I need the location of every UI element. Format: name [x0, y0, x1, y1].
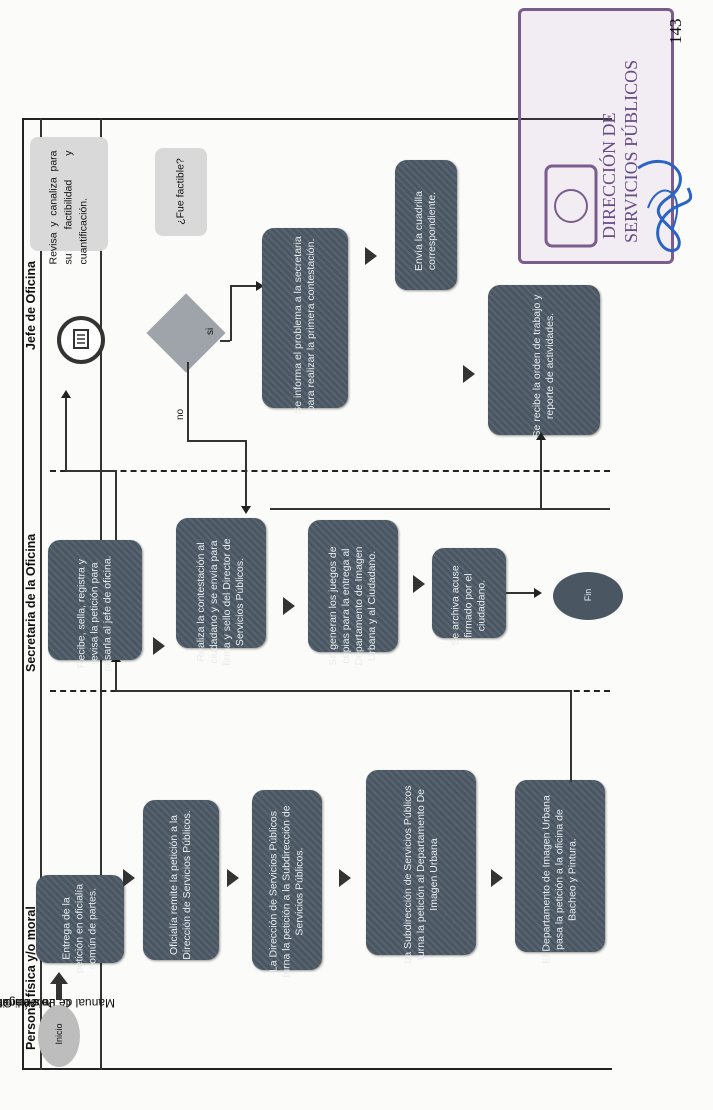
arrow-s2-to-s3 — [227, 869, 239, 887]
step-s5: El Departamento de Imagen Urbana pasa la… — [515, 780, 605, 964]
connector-s12-bottom — [270, 508, 610, 510]
step-s6-text: Recibe, sella, registra y revisa la peti… — [75, 555, 114, 672]
step-s2: Oficialía remite la petición a la Direcc… — [143, 800, 219, 960]
stamp-line-1: DIRECCIÓN DE — [599, 112, 619, 240]
note-n2: ¿Fue factible? — [155, 148, 207, 236]
step-s6: Recibe, sella, registra y revisa la peti… — [48, 540, 142, 672]
signature-scribble — [637, 160, 693, 253]
note-n1-text: Revisa y canaliza para su factibilidad y… — [47, 150, 90, 265]
step-s5-text: El Departamento de Imagen Urbana pasa la… — [540, 795, 579, 964]
lane-label-secretaria: Secretaria de la Oficina — [24, 533, 38, 672]
arrow-s7-to-s8 — [283, 597, 295, 615]
connector-no-1 — [187, 362, 189, 442]
note-n2-text: ¿Fue factible? — [174, 158, 187, 225]
step-s9: Se archiva acuse firmado por el ciudadan… — [432, 548, 506, 646]
step-s9-text: Se archiva acuse firmado por el ciudadan… — [449, 565, 488, 646]
step-s2-text: Oficialía remite la petición a la Direcc… — [168, 810, 193, 960]
start-label: Inicio — [54, 1023, 64, 1045]
document-icon — [57, 316, 105, 364]
lane-header-line — [40, 118, 42, 1070]
arrow-start-to-s1 — [50, 972, 68, 984]
step-s1-text: Entrega de la petición en oficialía comú… — [60, 883, 99, 974]
step-s8-text: Se generan los juegos de copias para la … — [327, 546, 378, 666]
step-s11: Envía la cuadrilla correspondiente. — [395, 160, 457, 290]
connector-to-s6-vertical — [115, 660, 117, 690]
connector-si-3 — [230, 285, 258, 287]
step-s7-text: Realiza la contestación al ciudadano y s… — [195, 538, 246, 666]
step-s4-text: La Subdirección de Servicios Públicos tu… — [402, 785, 440, 964]
connector-s5-up — [570, 690, 572, 782]
arrow-s4-to-s5 — [491, 869, 503, 887]
arrowhead-to-s10 — [256, 281, 264, 291]
step-s3: La Dirección de Servicios Públicos turna… — [252, 790, 322, 978]
step-s3-text: La Dirección de Servicios Públicos turna… — [267, 805, 306, 978]
step-s12-text: Se recibe la orden de trabajo y reporte … — [531, 294, 556, 438]
step-s8: Se generan los juegos de copias para la … — [308, 520, 398, 666]
frame-bottom-border — [22, 1068, 612, 1070]
arrow-to-s12 — [463, 365, 475, 383]
connector-s6-to-jefe — [115, 470, 117, 540]
arrowhead-to-docicon — [61, 390, 71, 398]
page-number: 143 — [666, 18, 685, 45]
arrow-s8-to-s9 — [413, 575, 425, 593]
connector-s6-to-jefe-h — [65, 470, 115, 472]
end-oval: Fin — [553, 572, 623, 620]
connector-no-3 — [245, 440, 247, 508]
document-glyph — [73, 329, 89, 349]
step-s1: Entrega de la petición en oficialía comú… — [36, 875, 124, 973]
arrow-s3-to-s4 — [339, 869, 351, 887]
connector-no-2 — [187, 440, 247, 442]
connector-si-1 — [220, 340, 230, 342]
arrow-s6-to-s7 — [153, 637, 165, 655]
step-s11-text: Envía la cuadrilla correspondiente. — [413, 191, 438, 271]
arrow-s1-to-s2 — [123, 869, 135, 887]
connector-s12-vertical — [540, 435, 542, 510]
arrowhead-to-s7 — [241, 506, 251, 514]
step-s10: Se informa el problema a la secretaria p… — [262, 228, 348, 414]
arrowhead-to-fin — [534, 588, 542, 598]
end-label: Fin — [583, 588, 593, 602]
official-stamp: DIRECCIÓN DE SERVICIOS PÚBLICOS — [518, 8, 674, 264]
stamp-crest-icon — [544, 164, 598, 248]
label-si: si — [205, 327, 216, 335]
frame-top-border — [22, 118, 612, 120]
lane-divider-2 — [50, 470, 610, 472]
arrowhead-to-s12 — [536, 432, 546, 440]
connector-s9-to-fin — [506, 592, 536, 594]
connector-si-2 — [230, 285, 232, 341]
connector-to-s6 — [115, 690, 571, 692]
lane-label-jefe: Jefe de Oficina — [24, 261, 38, 350]
arrow-start-shaft — [56, 984, 62, 1000]
label-no: no — [175, 408, 186, 420]
arrow-s10-to-s11 — [365, 247, 377, 265]
frame-left-border — [22, 118, 24, 1070]
step-s10-text: Se informa el problema a la secretaria p… — [292, 236, 317, 414]
note-n1: Revisa y canaliza para su factibilidad y… — [30, 137, 108, 265]
step-s7: Realiza la contestación al ciudadano y s… — [176, 518, 266, 666]
connector-s6-to-jefe-v — [65, 396, 67, 472]
step-s4: La Subdirección de Servicios Públicos tu… — [366, 770, 476, 964]
start-oval: Inicio — [38, 1005, 80, 1067]
step-s12: Se recibe la orden de trabajo y reporte … — [488, 285, 600, 438]
